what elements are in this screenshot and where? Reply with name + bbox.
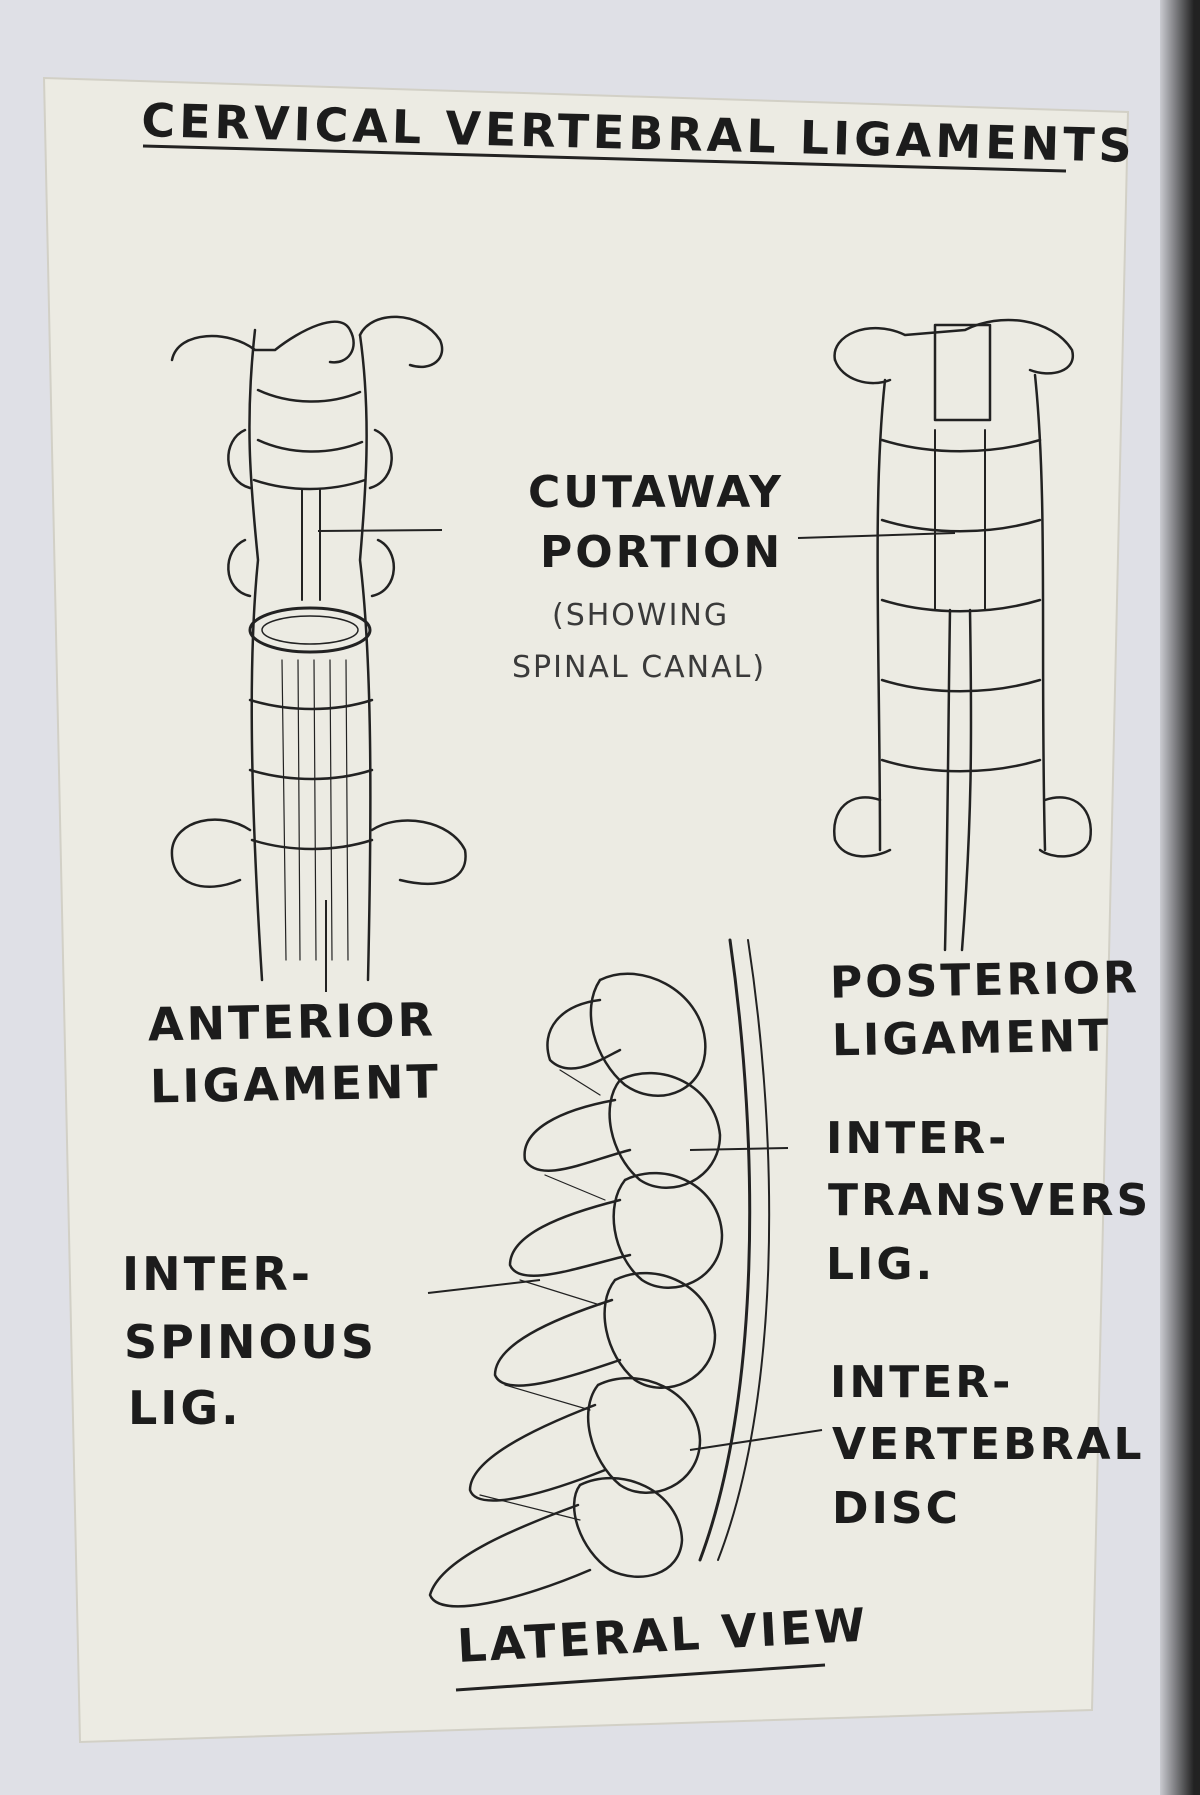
anterior-line2: LIGAMENT bbox=[149, 1054, 442, 1114]
title-underline bbox=[142, 144, 1067, 173]
cutaway-line1: CUTAWAY bbox=[528, 467, 784, 518]
intertrans-line3: LIG. bbox=[826, 1239, 936, 1290]
cutaway-left-leader bbox=[317, 529, 443, 532]
interspinous-leader bbox=[427, 1279, 541, 1294]
interspinous-line1: INTER- bbox=[122, 1247, 313, 1301]
intervertebral-leader bbox=[689, 1429, 823, 1451]
intervertebral-line3: DISC bbox=[832, 1483, 961, 1534]
intertransverse-leader bbox=[689, 1147, 789, 1151]
intervertebral-line1: INTER- bbox=[830, 1357, 1014, 1408]
anterior-spine-illustration bbox=[170, 315, 467, 982]
lateral-view-underline bbox=[455, 1663, 826, 1692]
posterior-line2: LIGAMENT bbox=[831, 1010, 1112, 1067]
interspinous-line2: SPINOUS bbox=[124, 1315, 378, 1369]
cutaway-line2: PORTION bbox=[540, 527, 784, 578]
posterior-spine-illustration bbox=[832, 318, 1093, 952]
cutaway-right-leader bbox=[797, 532, 956, 539]
lateral-spine-illustration bbox=[428, 938, 771, 1608]
intertrans-line1: INTER- bbox=[826, 1113, 1010, 1164]
cutaway-sub2: SPINAL CANAL) bbox=[512, 650, 767, 685]
intervertebral-line2: VERTEBRAL bbox=[832, 1419, 1145, 1470]
cutaway-sub1: (SHOWING bbox=[552, 598, 730, 633]
wall-shadow bbox=[1160, 0, 1200, 1795]
intertrans-line2: TRANSVERS bbox=[828, 1175, 1152, 1226]
anterior-line1: ANTERIOR bbox=[147, 992, 437, 1052]
interspinous-line3: LIG. bbox=[128, 1381, 242, 1435]
posterior-line1: POSTERIOR bbox=[829, 952, 1141, 1009]
